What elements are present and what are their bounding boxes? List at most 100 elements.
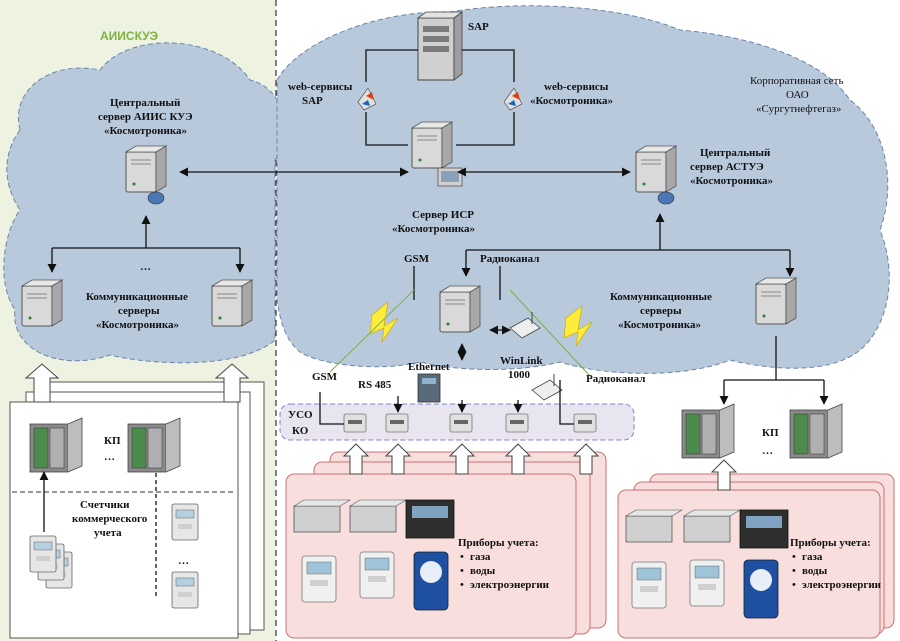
gsm-top: GSM [404, 253, 430, 265]
rs485-label: RS 485 [358, 379, 392, 391]
sap-to-webkosmo [462, 49, 515, 82]
right-controller [739, 509, 789, 549]
left-kp-ellipsis: … [104, 451, 115, 463]
right-device-box-2 [682, 509, 742, 543]
left-comm-line1: Коммуникационные [86, 291, 188, 303]
corp-line2: ОАО [786, 89, 809, 101]
uso-device-3 [449, 413, 473, 433]
uso-line2: КО [292, 425, 309, 437]
center-comm-server [439, 285, 481, 333]
left-comm-line3: «Космотроника» [96, 319, 179, 331]
meters-line2: коммерческого [72, 513, 148, 525]
center-hollow-arrow-5 [572, 443, 600, 475]
left-kp-cabinet-2 [127, 417, 181, 473]
corporate-cloud [276, 5, 890, 374]
right-dev-bullet3: • [792, 579, 796, 591]
isr-server [411, 121, 463, 187]
center-meter-2 [359, 551, 395, 599]
right-kp-ellipsis: … [762, 445, 773, 457]
right-comm-line3: «Космотроника» [618, 319, 701, 331]
center-dev-item2: воды [470, 565, 496, 577]
ethernet-label: Ethernet [408, 361, 450, 373]
center-hollow-arrow-3 [448, 443, 476, 475]
uso-device-4 [505, 413, 529, 433]
right-dev-item1: газа [802, 551, 823, 563]
aiis-line3: «Космотроника» [104, 125, 187, 137]
left-meter-4 [171, 503, 199, 541]
uso-device-1 [343, 413, 367, 433]
center-device-box-2 [348, 499, 408, 533]
left-meter-5 [171, 571, 199, 609]
center-dev-bullet2: • [460, 565, 464, 577]
sap-to-websap [365, 49, 418, 82]
center-dev-item3: электроэнергии [470, 579, 550, 591]
winlink-line2: 1000 [508, 369, 531, 381]
aiis-line1: Центральный [110, 97, 181, 109]
left-comm-ellipsis: … [140, 261, 151, 273]
web-kosmo-line1: web-сервисы [544, 81, 609, 93]
aiis-line2: сервер АИИС КУЭ [98, 111, 193, 123]
gsm-lightning [369, 301, 399, 343]
left-hollow-arrow-1 [24, 363, 60, 403]
right-meter-1 [631, 561, 667, 609]
corp-line1: Корпоративная сеть [750, 75, 843, 87]
right-dev-bullet1: • [792, 551, 796, 563]
web-kosmo-line2: «Космотроника» [530, 95, 613, 107]
center-dev-bullet3: • [460, 579, 464, 591]
center-meter-3 [413, 551, 449, 611]
left-comm-line2: серверы [118, 305, 160, 317]
radio-wave-line [509, 289, 591, 377]
center-hollow-arrow-1 [342, 443, 370, 475]
webkosmo-to-isr [456, 112, 515, 146]
left-meter-stack-3 [29, 535, 57, 573]
uso-device-2 [385, 413, 409, 433]
sap-server [416, 11, 464, 81]
right-hollow-arrow [710, 459, 738, 491]
right-dev-bullet2: • [792, 565, 796, 577]
uso-device-5 [573, 413, 597, 433]
web-sap-line1: web-сервисы [288, 81, 353, 93]
left-comm-server-2 [211, 279, 253, 327]
websap-to-isr [365, 112, 408, 146]
ethernet-converter [417, 373, 441, 403]
corp-line3: «Сургутнефтегаз» [756, 103, 841, 115]
right-kp-cabinet-2 [789, 403, 843, 459]
radio-to-uso [559, 380, 574, 425]
gsm-wave-line [329, 289, 415, 373]
astue-line1: Центральный [700, 147, 771, 159]
center-controller [405, 499, 455, 539]
center-dev-item1: газа [470, 551, 491, 563]
central-server-aiis [125, 145, 167, 205]
right-kp-label: КП [762, 427, 779, 439]
uso-line1: УСО [288, 409, 313, 421]
left-kp-cabinet-1 [29, 417, 83, 473]
radio-top: Радиоканал [480, 253, 539, 265]
isr-line2: «Космотроника» [392, 223, 475, 235]
winlink-line1: WinLink [500, 355, 543, 367]
web-sap-line2: SAP [302, 95, 323, 107]
right-comm-line1: Коммуникационные [610, 291, 712, 303]
isr-line1: Сервер ИСР [412, 209, 474, 221]
center-dev-bullet1: • [460, 551, 464, 563]
radio-bottom: Радиоканал [586, 373, 645, 385]
meters-line1: Счетчики [80, 499, 130, 511]
right-device-box-1 [624, 509, 684, 543]
left-meter-ellipsis: … [178, 555, 189, 567]
winlink-bottom-device [531, 374, 563, 401]
web-sap-icon [357, 87, 377, 111]
center-meter-1 [301, 555, 337, 603]
center-hollow-arrow-4 [504, 443, 532, 475]
right-dev-item3: электроэнергии [802, 579, 882, 591]
right-meter-2 [689, 559, 725, 607]
web-kosmo-icon [503, 87, 523, 111]
meters-line3: учета [94, 527, 122, 539]
left-hollow-arrow-2 [214, 363, 250, 403]
gsm-bottom: GSM [312, 371, 338, 383]
radio-lightning [563, 305, 593, 347]
left-cloud [3, 42, 285, 364]
right-comm-line2: серверы [640, 305, 682, 317]
astue-line2: сервер АСТУЭ [690, 161, 764, 173]
winlink-top-device [509, 312, 541, 339]
right-comm-server [755, 277, 797, 325]
